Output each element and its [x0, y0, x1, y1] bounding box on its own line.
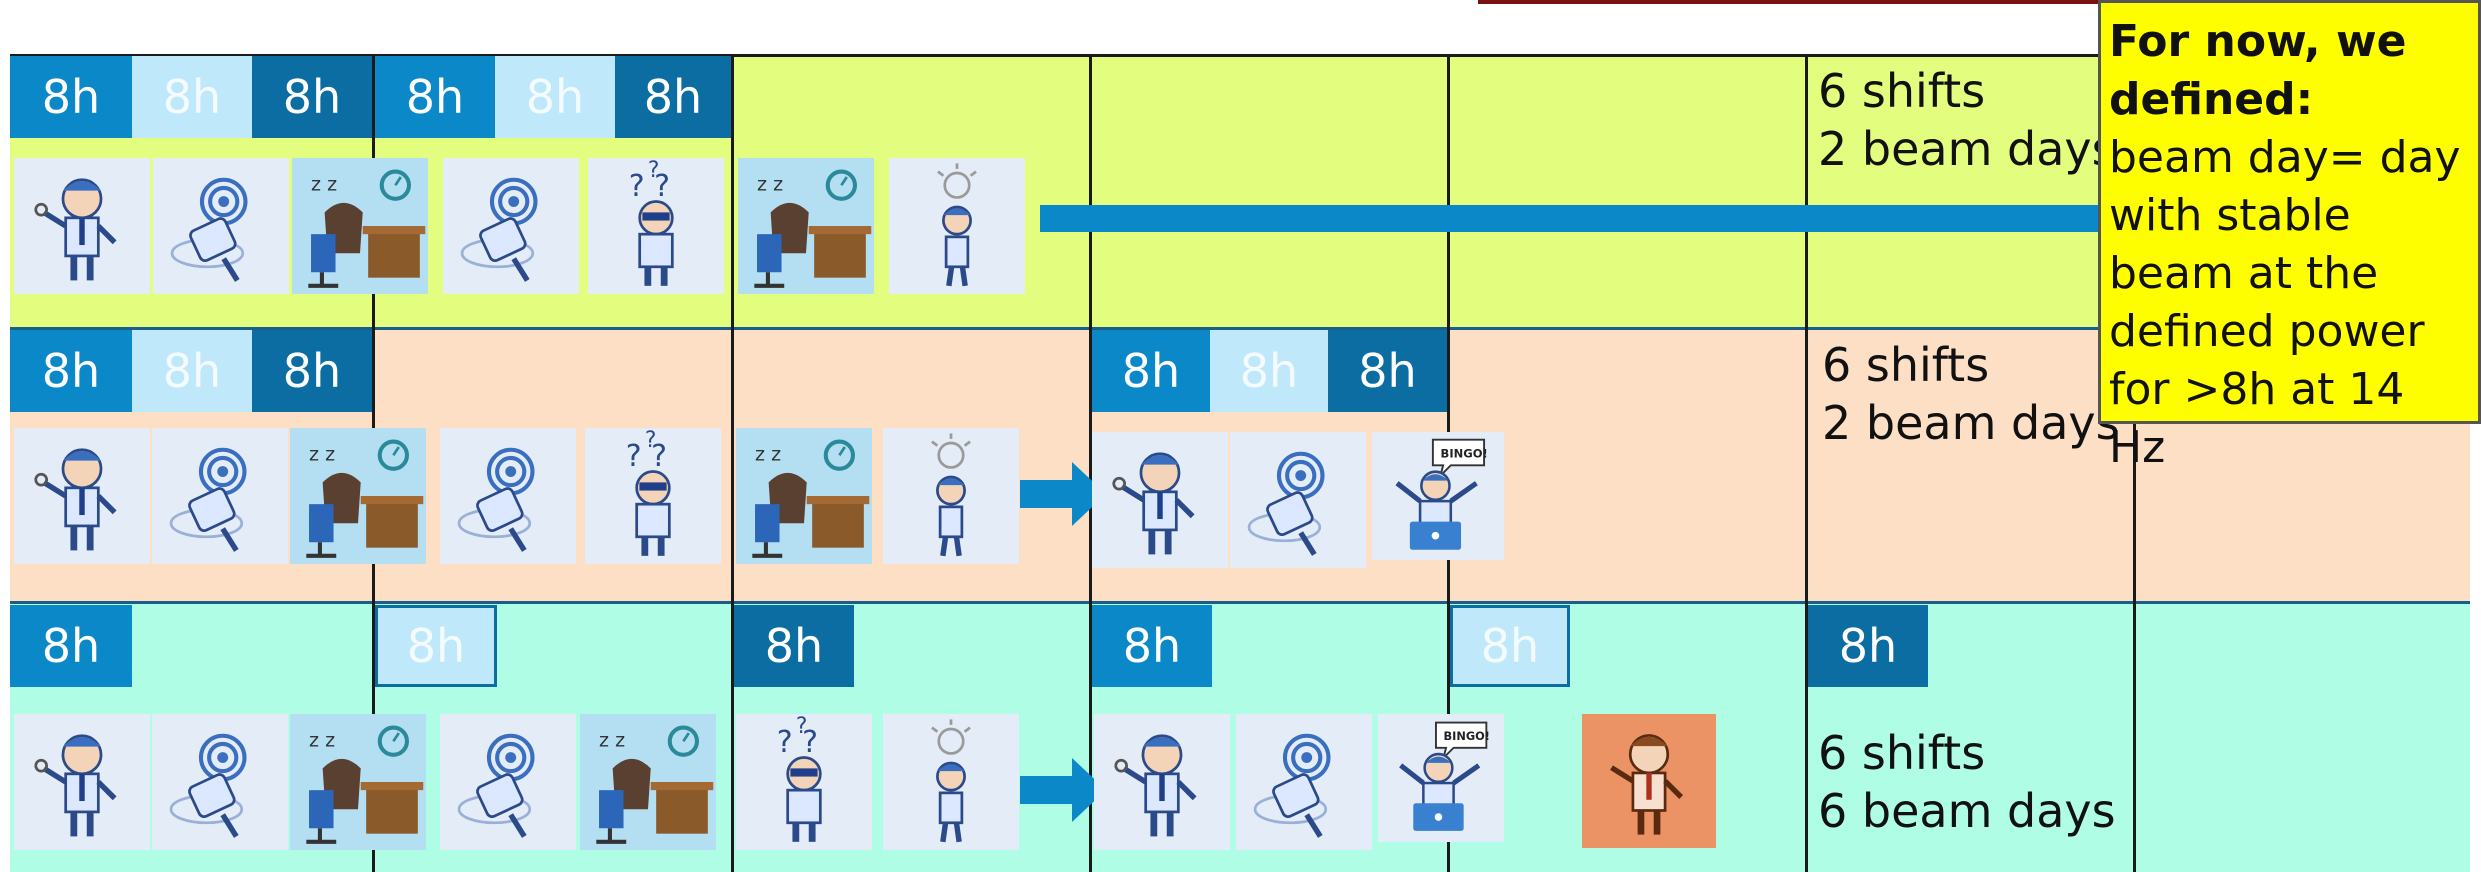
sleeping-icon: z z [736, 428, 872, 564]
technician-icon [14, 428, 150, 564]
technician-icon [1094, 714, 1230, 850]
row-1-shifts-label: 6 shifts [1818, 62, 1985, 120]
target-icon [153, 158, 289, 294]
target-icon [1230, 432, 1366, 568]
target-icon [443, 158, 579, 294]
svg-text:?: ? [645, 428, 657, 453]
confused-icon: ? ?? [588, 158, 724, 294]
shift-block: 8h [1450, 605, 1570, 687]
svg-text:?: ? [796, 714, 808, 739]
confused-icon: ? ?? [585, 428, 721, 564]
note-title: For now, we defined: [2109, 13, 2470, 129]
technician-icon [14, 714, 150, 850]
idea-icon [883, 428, 1019, 564]
note-body: beam day= day with stable beam at the de… [2109, 132, 2461, 473]
sleeping-icon: z z [738, 158, 874, 294]
row-2-shifts-label: 6 shifts [1822, 336, 1989, 394]
time-span-bar [1040, 205, 2100, 232]
sleeping-icon: z z [290, 428, 426, 564]
target-icon [440, 714, 576, 850]
shift-block: 8h [375, 56, 495, 138]
svg-text:z z: z z [755, 444, 781, 466]
sleeping-icon: z z [292, 158, 428, 294]
shift-block: 8h [1808, 605, 1928, 687]
sleeping-icon: z z [290, 714, 426, 850]
confused-icon: ? ?? [736, 714, 872, 850]
shift-block: 8h [252, 330, 372, 412]
grid-day-line [731, 55, 734, 872]
speech-bubble-text: BINGO! [1441, 447, 1488, 461]
shift-block: 8h [1092, 330, 1210, 412]
idea-icon [883, 714, 1019, 850]
svg-text:z z: z z [599, 730, 625, 752]
svg-text:z z: z z [757, 174, 783, 196]
sleeping-icon: z z [580, 714, 716, 850]
shift-block: 8h [375, 605, 497, 687]
shift-block: 8h [10, 330, 132, 412]
speech-bubble-text: BINGO! [1444, 729, 1490, 743]
shift-block: 8h [1210, 330, 1328, 412]
target-icon [152, 428, 288, 564]
shift-block: 8h [132, 56, 252, 138]
svg-text:z z: z z [309, 444, 335, 466]
shift-block: 8h [1092, 605, 1212, 687]
shift-block: 8h [10, 605, 132, 687]
svg-text:?: ? [648, 158, 660, 183]
svg-text:z z: z z [311, 174, 337, 196]
shift-block: 8h [132, 330, 252, 412]
target-icon [1236, 714, 1372, 850]
row-2-beam-days-label: 2 beam days [1822, 394, 2120, 452]
shift-block: 8h [252, 56, 372, 138]
grid-row-divider [10, 601, 2470, 604]
row-3-shifts-label: 6 shifts [1818, 724, 1985, 782]
target-icon [152, 714, 288, 850]
row-1-beam-days-label: 2 beam days [1818, 120, 2116, 178]
shift-block: 8h [1328, 330, 1447, 412]
technician-icon [1582, 714, 1716, 848]
technician-icon [1092, 432, 1228, 568]
grid-day-line [1805, 55, 1808, 872]
bingo-icon: BINGO! [1378, 714, 1504, 842]
idea-icon [889, 158, 1025, 294]
technician-icon [14, 158, 150, 294]
shift-block: 8h [10, 56, 132, 138]
shift-block: 8h [615, 56, 731, 138]
shift-block: 8h [734, 605, 854, 687]
row-3-beam-days-label: 6 beam days [1818, 782, 2116, 840]
definition-note: For now, we defined: beam day= day with … [2098, 0, 2481, 424]
shift-block: 8h [495, 56, 615, 138]
target-icon [440, 428, 576, 564]
svg-text:z z: z z [309, 730, 335, 752]
bingo-icon: BINGO! [1372, 432, 1504, 560]
